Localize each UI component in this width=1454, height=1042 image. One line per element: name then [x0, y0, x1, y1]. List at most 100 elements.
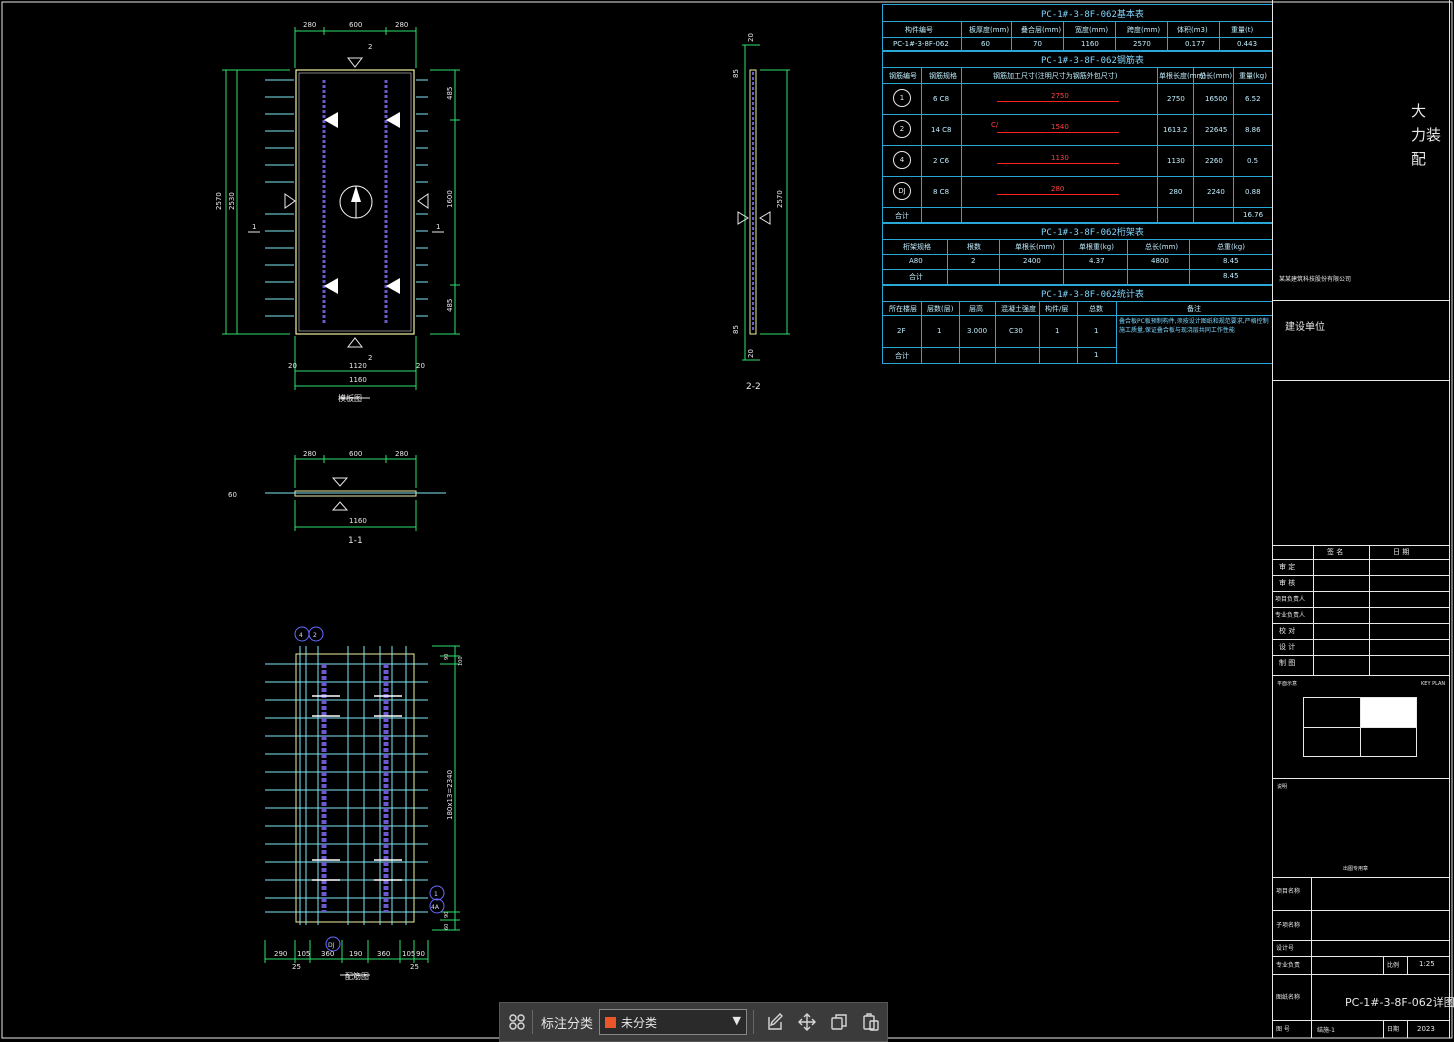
date-value: 2023 [1417, 1025, 1435, 1033]
annotation-category-select[interactable]: 未分类 ▼ [599, 1009, 748, 1035]
tb-company: 某某建筑科技股份有限公司 [1279, 276, 1352, 283]
move-icon[interactable] [796, 1011, 818, 1033]
rebar-total-1: 16500 [1205, 95, 1228, 103]
plan-section-mark-bottom: 2 [368, 354, 372, 362]
stats-remark: 叠合板PC板预制构件,须按设计图纸和规范要求,严格控制施工质量,保证叠合板与现浇… [1119, 318, 1269, 334]
basic-table-title: PC-1#-3-8F-062基本表 [1041, 10, 1144, 20]
category-color-swatch [605, 1016, 617, 1028]
sign-row-3: 项目负责人 [1275, 596, 1306, 603]
s11-dim-top-1: 280 [303, 450, 316, 458]
truss-v-2: 2 [971, 257, 976, 265]
s11-dim-bottom: 1160 [349, 517, 367, 525]
rebar-weight-2: 8.86 [1245, 126, 1261, 134]
rebar-h-2: 钢筋规格 [929, 72, 957, 80]
plan-view [222, 27, 460, 399]
rebar-spec-1: 6 C8 [933, 95, 950, 103]
rebar-dim-right-s3: 90 [444, 912, 450, 918]
basic-h-6: 体积(m3) [1177, 26, 1208, 34]
rebar-total-value: 16.76 [1243, 211, 1264, 219]
s22-dim-5: 20 [747, 349, 755, 358]
scale-label: 比例 [1387, 962, 1400, 969]
truss-v-4: 4.37 [1089, 257, 1105, 265]
rebar-total-label: 合计 [895, 212, 909, 220]
stats-v-3: 3.000 [967, 327, 988, 335]
truss-total-label: 合计 [909, 273, 923, 281]
rebar-dim-b2-1: 25 [292, 963, 301, 971]
rebar-table: PC-1#-3-8F-062钢筋表 钢筋编号 钢筋规格 钢筋加工尺寸(注明尺寸为… [882, 50, 1273, 224]
truss-h-4: 单根重(kg) [1079, 243, 1114, 251]
sign-row-5: 校 对 [1279, 627, 1296, 635]
project-name-label: 项目名称 [1276, 888, 1301, 895]
section-2-2-label: 2-2 [746, 382, 761, 392]
basic-h-3: 叠合层(mm) [1021, 26, 1062, 34]
stats-total-value: 1 [1094, 351, 1099, 359]
stats-h-1: 所在楼层 [889, 305, 917, 313]
stats-table: PC-1#-3-8F-062统计表 所在楼层 层数(层) 层高 混凝土强度 构件… [882, 284, 1273, 364]
stats-h-4: 混凝土强度 [1001, 305, 1036, 313]
tb-char-3: 配 [1411, 150, 1427, 168]
rebar-shape-2: 1540 [1051, 123, 1069, 131]
truss-h-6: 总重(kg) [1217, 243, 1245, 251]
plan-dim-right-3: 485 [446, 299, 454, 312]
key-plan-diagram [1303, 697, 1417, 757]
rebar-total-2: 22645 [1205, 126, 1228, 134]
plan-dim-top-2: 600 [349, 21, 362, 29]
plan-dim-top-3: 280 [395, 21, 408, 29]
seal-text: 出图专用章 [1343, 866, 1369, 872]
truss-v-5: 4800 [1151, 257, 1169, 265]
basic-v-4: 1160 [1081, 40, 1099, 48]
plan-section-mark-right: 1 [436, 223, 440, 231]
stats-h-2: 层数(层) [927, 305, 954, 313]
stats-total-label: 合计 [895, 352, 909, 360]
rebar-no-1: 1 [893, 89, 911, 107]
truss-v-6: 8.45 [1223, 257, 1239, 265]
rebar-h-5: 总长(mm) [1199, 72, 1233, 80]
drawing-no: 结施-1 [1317, 1027, 1335, 1034]
rebar-len-3: 1130 [1167, 157, 1185, 165]
truss-h-1: 桁架规格 [903, 243, 931, 251]
edit-icon[interactable] [764, 1011, 786, 1033]
rebar-dim-b-5: 360 [377, 950, 390, 958]
rebar-marker-1: 1 [434, 891, 438, 898]
drawing-name: PC-1#-3-8F-062详图 [1345, 996, 1454, 1009]
grid-icon[interactable] [506, 1011, 528, 1033]
rebar-spec-3: 2 C6 [933, 157, 950, 165]
section-2-2 [737, 44, 790, 361]
rebar-view-title: 配筋图 [345, 971, 369, 981]
key-plan-label: 平面示意 [1277, 681, 1298, 687]
rebar-dim-right-s4: 60 [444, 924, 450, 930]
paste-icon[interactable] [860, 1011, 882, 1033]
rebar-shape-3: 1130 [1051, 154, 1069, 162]
s22-dim-4: 85 [732, 325, 740, 334]
basic-v-6: 0.177 [1185, 40, 1206, 48]
drawing-name-label: 图纸名称 [1276, 994, 1301, 1001]
chevron-down-icon: ▼ [732, 1014, 742, 1027]
truss-h-5: 总长(mm) [1145, 243, 1179, 251]
s22-dim-1: 20 [747, 33, 755, 42]
rebar-dim-right-s2: 100 [458, 656, 464, 666]
plan-dim-bottom-1: 20 [288, 362, 297, 370]
stats-v-6: 1 [1094, 327, 1099, 335]
sign-row-6: 设 计 [1279, 643, 1296, 651]
sign-row-2: 审 核 [1279, 579, 1296, 587]
basic-table: PC-1#-3-8F-062基本表 构件编号 板厚度(mm) 叠合层(mm) 宽… [882, 4, 1273, 52]
rebar-dim-b-3: 360 [321, 950, 334, 958]
rebar-no-4: DJ [893, 182, 911, 200]
stats-v-2: 1 [937, 327, 942, 335]
plan-view-title: 模板图 [338, 393, 362, 403]
plan-section-mark-top: 2 [368, 43, 372, 51]
rebar-h-6: 重量(kg) [1239, 72, 1267, 80]
copy-icon[interactable] [828, 1011, 850, 1033]
sign-row-1: 审 定 [1279, 563, 1296, 571]
basic-h-4: 宽度(mm) [1075, 26, 1109, 34]
rebar-dim-b-6: 105 [402, 950, 415, 958]
key-plan-en: KEY PLAN [1421, 681, 1446, 687]
basic-v-5: 2570 [1133, 40, 1151, 48]
sign-h-2: 日 期 [1393, 548, 1410, 556]
rebar-h-4: 单根长度(mm) [1159, 72, 1207, 80]
stats-v-4: C30 [1009, 327, 1023, 335]
stats-h-7: 备注 [1187, 305, 1201, 313]
rebar-table-title: PC-1#-3-8F-062钢筋表 [1041, 56, 1144, 66]
notes-label: 说明 [1277, 784, 1288, 790]
